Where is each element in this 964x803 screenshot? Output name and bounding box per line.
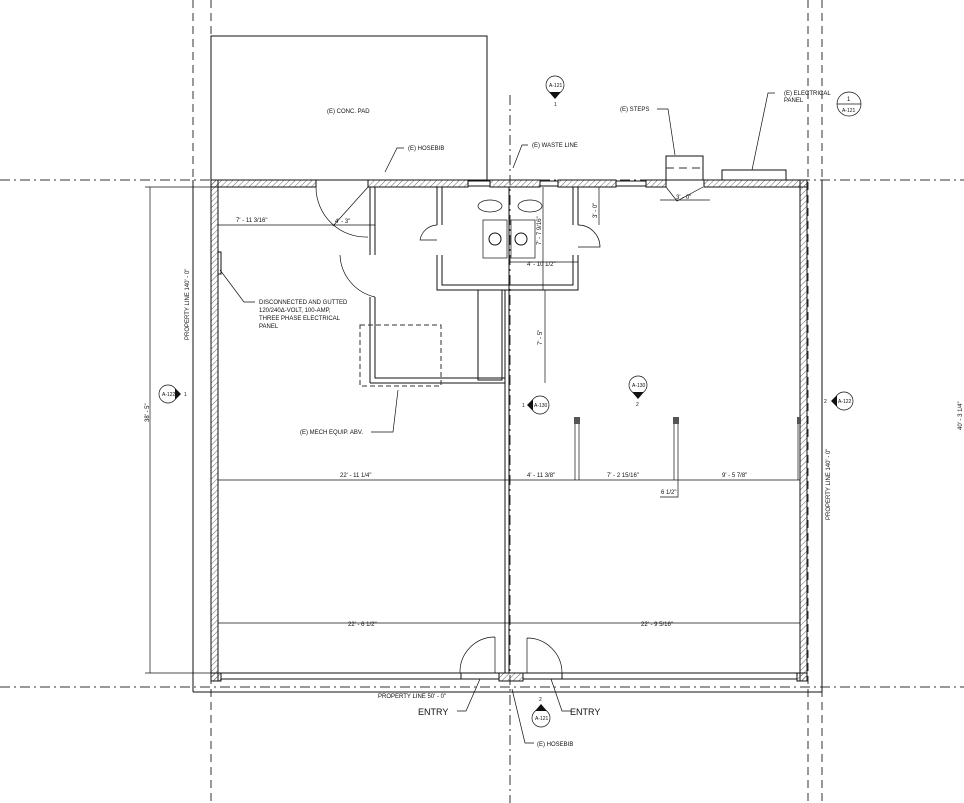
electrical-panel-note-2: PANEL [784,98,804,104]
svg-text:1: 1 [522,403,525,409]
tag-a121-right: 1 A-121 [836,91,862,117]
tag-a130-mid: A-130 2 [628,375,648,408]
svg-text:A-122: A-122 [838,399,852,405]
dim-4-10: 4' - 10 1/2" [527,262,556,268]
disconnected-note-4: PANEL [259,324,279,330]
tag-a122-right: A-122 2 [824,391,854,411]
tag-a122-left: A-122 1 [158,384,187,404]
sink-icon [510,219,536,259]
toilet-icon [477,199,503,213]
svg-text:A-130: A-130 [632,383,646,389]
dim-4-11: 4' - 11 3/8" [527,473,555,479]
mech-equip-note: (E) MECH EQUIP. ABV. [300,430,363,436]
columns [574,417,801,480]
tag-a130-left: A-130 1 [522,395,550,415]
exterior-walls [210,179,808,682]
hosebib-top-note: (E) HOSEBIB [408,146,444,152]
waste-line-note: (E) WASTE LINE [532,143,578,149]
property-line-right-label: PROPERTY LINE 140' - 0" [826,449,832,520]
sink-icon [482,219,508,259]
dim-38-5: 38' - 5" [145,403,151,422]
electrical-panel [721,169,787,181]
dim-3-0: 3' - 0" [593,203,599,218]
toilet-icon [517,199,543,213]
mech-equipment [359,324,442,387]
disconnected-note-3: THREE PHASE ELECTRICAL [259,316,341,322]
concrete-pad [210,35,488,181]
dim-6-1-2: 6 1/2" [661,490,676,496]
dim-3-0-door: 3' - 0" [676,195,691,201]
interior-walls [315,186,601,384]
electrical-panel-note-1: (E) ELECTRICAL [784,91,831,97]
demising-wall [504,289,510,674]
entry-right-label: ENTRY [570,707,600,717]
dim-9-5: 9' - 5 7/8" [722,473,747,479]
dim-4-3: 4' - 3" [335,219,350,225]
svg-text:2: 2 [539,697,542,703]
property-line-left-label: PROPERTY LINE 140' - 0" [185,269,191,340]
svg-text:2: 2 [824,399,827,405]
tag-a121-bottom: A-121 2 [531,697,551,728]
svg-text:A-122: A-122 [162,392,176,398]
svg-text:1: 1 [847,97,851,103]
svg-text:2: 2 [636,402,639,408]
dim-7-7: 7' - 7 9/16" [537,216,543,245]
disconnected-note-2: 120/240Δ-VOLT, 100-AMP, [259,308,331,314]
svg-text:1: 1 [184,392,187,398]
dim-7-11: 7' - 11 3/16" [236,218,268,224]
dim-7-2: 7' - 2 15/16" [607,473,639,479]
hosebib-bottom-note: (E) HOSEBIB [537,742,573,748]
dim-40-3: 40' - 3 1/4" [958,401,964,430]
dim-7-5: 7' - 5" [538,330,544,345]
dim-22-11: 22' - 11 1/4" [340,473,372,479]
gutted-panel [217,251,222,275]
dimension-lines [145,186,800,674]
conc-pad-label: (E) CONC. PAD [327,109,370,115]
disconnected-note-1: DISCONNECTED AND GUTTED [259,300,348,306]
svg-text:A-121: A-121 [842,108,856,114]
property-line-bottom-label: PROPERTY LINE 50' - 0" [378,694,446,700]
dim-22-9: 22' - 9 5/16" [641,622,673,628]
entry-left-label: ENTRY [418,707,448,717]
entry-doors [459,636,563,680]
svg-text:A-121: A-121 [549,83,563,89]
leaders [219,92,775,744]
dim-22-6: 22' - 6 1/2" [348,622,377,628]
steps-note: (E) STEPS [620,107,649,113]
svg-text:A-121: A-121 [535,716,549,722]
tag-a121-top: A-121 1 [545,75,565,108]
restroom-fixtures [477,199,543,259]
svg-text:A-130: A-130 [534,403,548,409]
svg-text:1: 1 [554,102,557,108]
